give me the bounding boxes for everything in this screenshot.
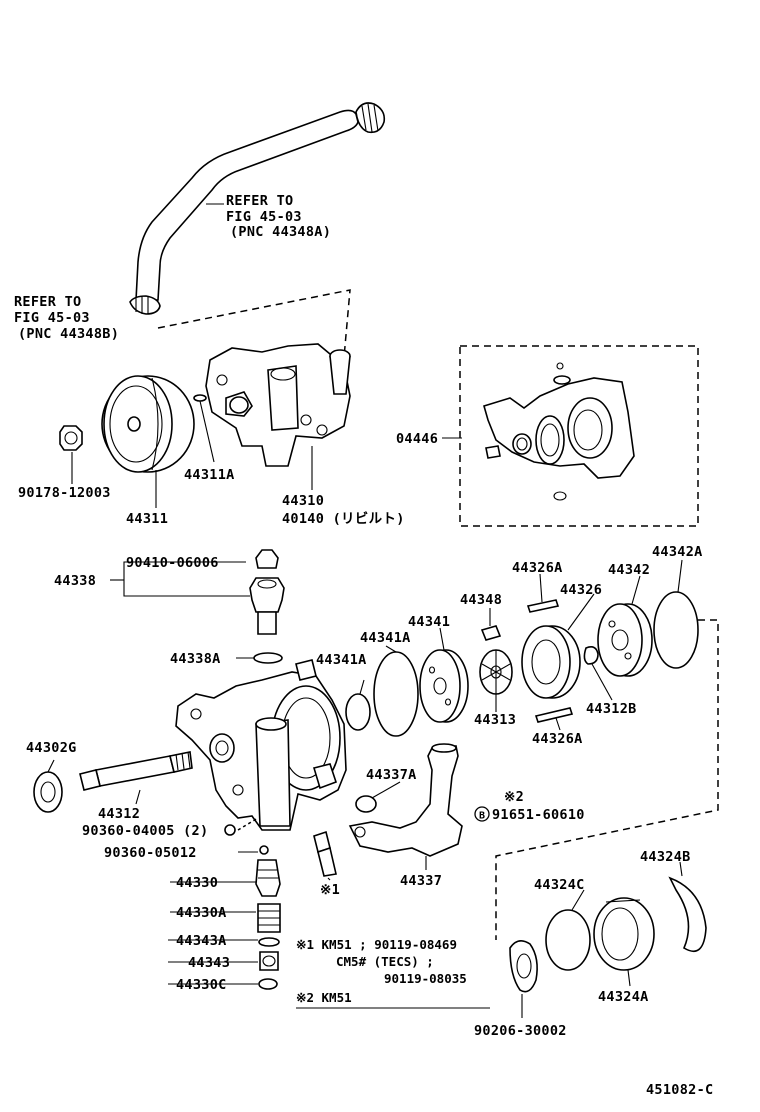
label-91651-60610: 91651-60610 bbox=[492, 807, 585, 823]
label-44330: 44330 bbox=[176, 875, 218, 891]
note-star1-line2: CM5# (TECS) ; bbox=[336, 954, 434, 969]
label-44302G: 44302G bbox=[26, 740, 77, 756]
vane-44348 bbox=[480, 625, 502, 641]
pump-body bbox=[175, 659, 347, 831]
circle-b-marker: B bbox=[474, 806, 490, 822]
o-ring-44338A bbox=[253, 652, 283, 664]
label-44337: 44337 bbox=[400, 873, 442, 889]
label-04446: 04446 bbox=[396, 431, 438, 447]
label-44348: 44348 bbox=[460, 592, 502, 608]
o-ring-90360-05012 bbox=[259, 845, 269, 855]
valve-spring bbox=[257, 903, 281, 933]
label-44341A-small: 44341A bbox=[316, 652, 367, 668]
label-44326A-lower: 44326A bbox=[532, 731, 583, 747]
label-44310: 44310 bbox=[282, 493, 324, 509]
snap-ring-44324B bbox=[668, 876, 707, 953]
label-44338: 44338 bbox=[54, 573, 96, 589]
figure-id: 451082-C bbox=[646, 1082, 713, 1098]
union-fitting bbox=[249, 549, 285, 635]
gasket-kit-box bbox=[459, 345, 699, 527]
label-44324C: 44324C bbox=[534, 877, 585, 893]
o-ring-44342A bbox=[653, 591, 699, 669]
pump-shaft bbox=[79, 751, 193, 791]
note-star2: ※2 KM51 bbox=[296, 990, 352, 1005]
pump-assembly bbox=[205, 343, 351, 467]
refer-note-2-line3: (PNC 44348B) bbox=[18, 326, 119, 342]
o-ring-44341A-small bbox=[345, 693, 371, 731]
label-44326: 44326 bbox=[560, 582, 602, 598]
label-90206-30002: 90206-30002 bbox=[474, 1023, 567, 1039]
refer-note-2-line2: FIG 45-03 bbox=[14, 310, 90, 326]
pulley bbox=[101, 375, 195, 473]
pin-44326A-lower bbox=[534, 707, 574, 723]
note-star1-line3: 90119-08035 bbox=[384, 971, 467, 986]
o-ring-44341A-large bbox=[373, 651, 419, 737]
label-44311: 44311 bbox=[126, 511, 168, 527]
o-ring-44337A bbox=[355, 795, 377, 813]
label-44341: 44341 bbox=[408, 614, 450, 630]
side-plate-44341 bbox=[419, 649, 469, 723]
refer-note-1-line3: (PNC 44348A) bbox=[230, 224, 331, 240]
pin-44326A-upper bbox=[526, 599, 560, 613]
label-90360-04005: 90360-04005 (2) bbox=[82, 823, 208, 839]
label-44337A: 44337A bbox=[366, 767, 417, 783]
label-90178-12003: 90178-12003 bbox=[18, 485, 111, 501]
svg-text:B: B bbox=[479, 811, 485, 822]
label-44330A: 44330A bbox=[176, 905, 227, 921]
rotor-44313 bbox=[479, 649, 513, 695]
hose-clamp-upper bbox=[355, 102, 386, 134]
oil-seal bbox=[33, 771, 63, 813]
woodruff-key bbox=[193, 394, 207, 402]
note-star1-line1: ※1 KM51 ; 90119-08469 bbox=[296, 937, 457, 952]
refer-note-2-line1: REFER TO bbox=[14, 294, 81, 310]
label-44324A: 44324A bbox=[598, 989, 649, 1005]
label-44313: 44313 bbox=[474, 712, 516, 728]
cam-ring-44326 bbox=[521, 625, 581, 699]
pulley-nut bbox=[59, 425, 83, 451]
label-44338A: 44338A bbox=[170, 651, 221, 667]
refer-note-1-line2: FIG 45-03 bbox=[226, 209, 302, 225]
bolt-star1 bbox=[313, 830, 337, 877]
label-90360-05012: 90360-05012 bbox=[104, 845, 197, 861]
pressure-plate-44342 bbox=[597, 603, 653, 677]
label-44342A: 44342A bbox=[652, 544, 703, 560]
label-44312: 44312 bbox=[98, 806, 140, 822]
o-ring-44324C bbox=[545, 909, 591, 971]
label-44343: 44343 bbox=[188, 955, 230, 971]
bearing-44324A bbox=[593, 897, 655, 971]
flow-control-valve bbox=[255, 859, 281, 897]
hose-clamp-lower bbox=[129, 295, 161, 315]
label-40140: 40140 (リビルト) bbox=[282, 511, 405, 527]
label-star1-marker: ※1 bbox=[320, 882, 340, 898]
label-44341A-large: 44341A bbox=[360, 630, 411, 646]
label-44343A: 44343A bbox=[176, 933, 227, 949]
plug-44343 bbox=[259, 951, 279, 971]
washer-90206 bbox=[509, 940, 538, 993]
o-ring-90360-04005 bbox=[224, 824, 236, 836]
label-44326A-upper: 44326A bbox=[512, 560, 563, 576]
label-44342: 44342 bbox=[608, 562, 650, 578]
label-star2-marker: ※2 bbox=[504, 789, 524, 805]
label-90410-06006: 90410-06006 bbox=[126, 555, 219, 571]
clip-44312B bbox=[583, 646, 599, 665]
label-44312B: 44312B bbox=[586, 701, 637, 717]
label-44330C: 44330C bbox=[176, 977, 227, 993]
label-44324B: 44324B bbox=[640, 849, 691, 865]
refer-note-1-line1: REFER TO bbox=[226, 193, 293, 209]
suction-port bbox=[348, 743, 463, 857]
label-44311A: 44311A bbox=[184, 467, 235, 483]
o-ring-44343A bbox=[258, 937, 280, 947]
gasket-44330C bbox=[258, 978, 278, 990]
